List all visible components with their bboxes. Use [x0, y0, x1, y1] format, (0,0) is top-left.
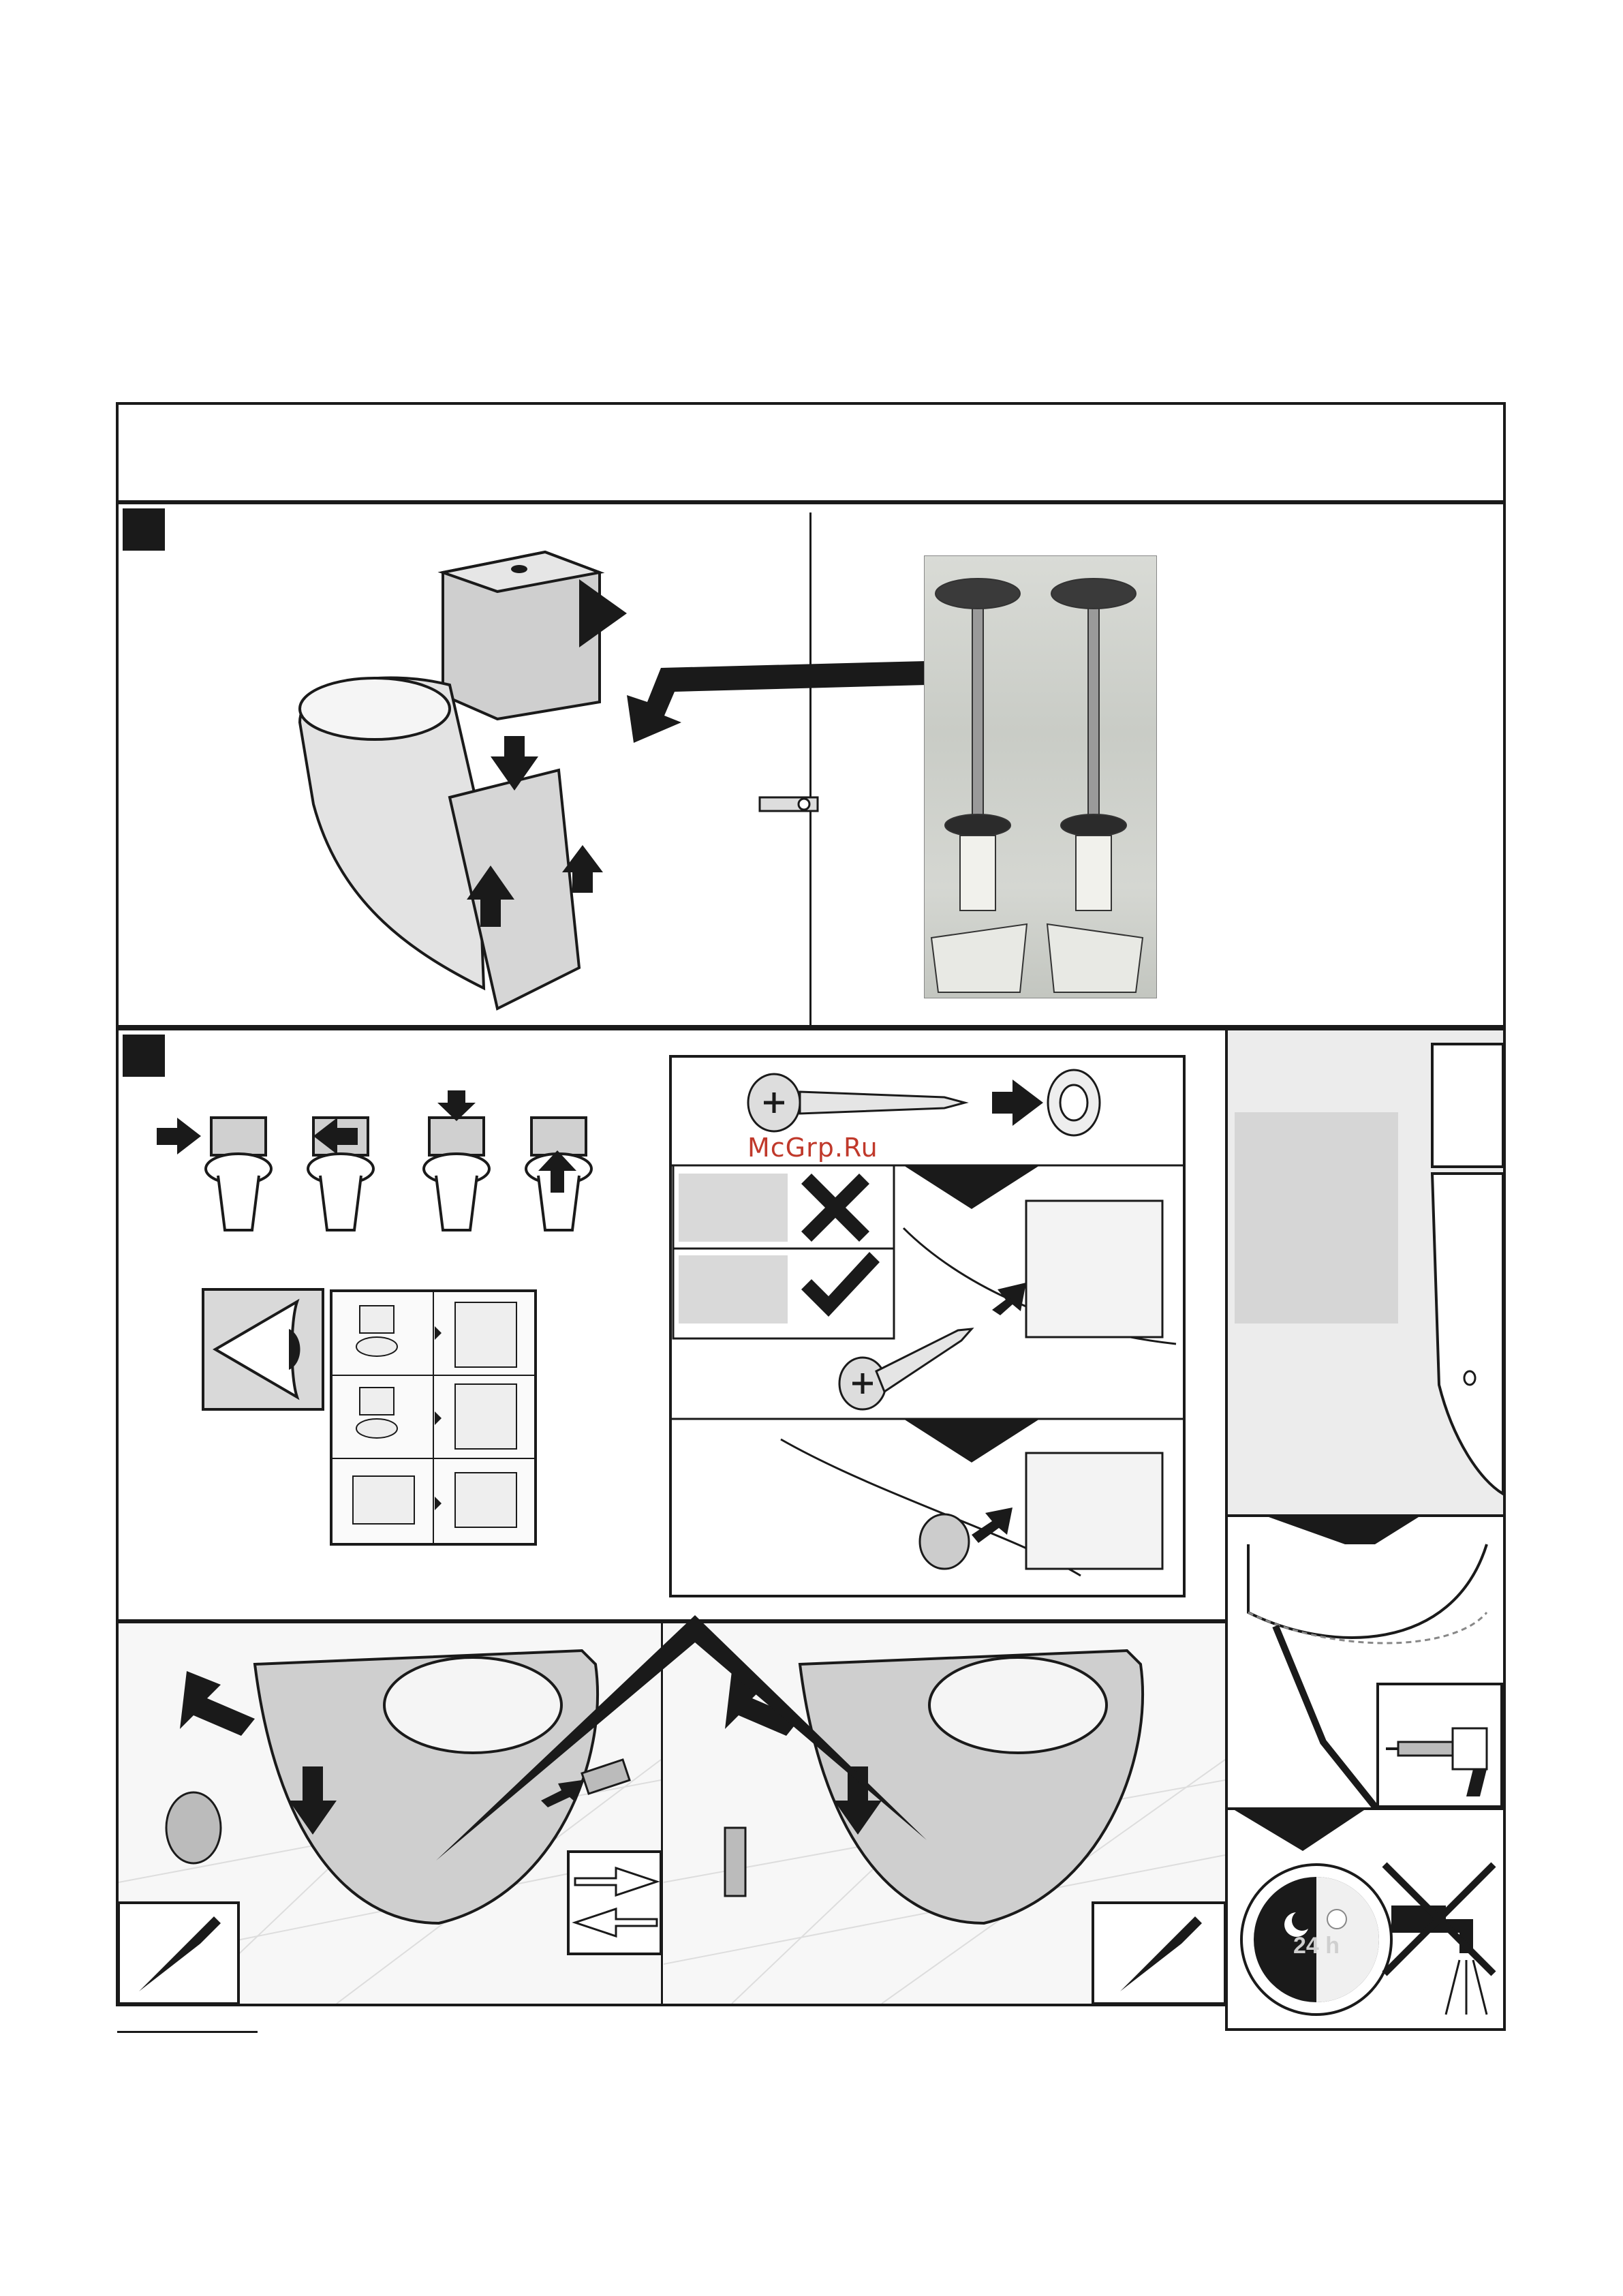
timer-label: 24 h	[1281, 1933, 1352, 1959]
connector-wedge	[422, 1595, 940, 1867]
pointer-arrow	[613, 654, 933, 763]
toilet-alignment-row	[150, 1090, 627, 1247]
toilet-tank-assembly-illustration	[273, 511, 654, 1015]
bolt-kit-photo	[924, 555, 1157, 998]
header-box	[116, 402, 1506, 503]
step-1-badge	[123, 508, 165, 551]
eye-icon	[202, 1288, 324, 1411]
step-2-badge	[123, 1035, 165, 1077]
sealant-illustration	[1228, 1517, 1503, 1807]
no-water-tap-icon	[1385, 1865, 1494, 2015]
step-1-divider	[809, 512, 812, 1025]
watermark-text: McGrp.Ru	[747, 1133, 878, 1163]
wall-install-illustration	[1228, 1030, 1503, 1514]
screw-detail-panel	[669, 1055, 1186, 1597]
footer-rule	[117, 2031, 258, 2033]
manual-thumbnail	[330, 1289, 537, 1546]
bracket-sketch	[756, 784, 831, 825]
curing-illustration	[1228, 1810, 1503, 2028]
